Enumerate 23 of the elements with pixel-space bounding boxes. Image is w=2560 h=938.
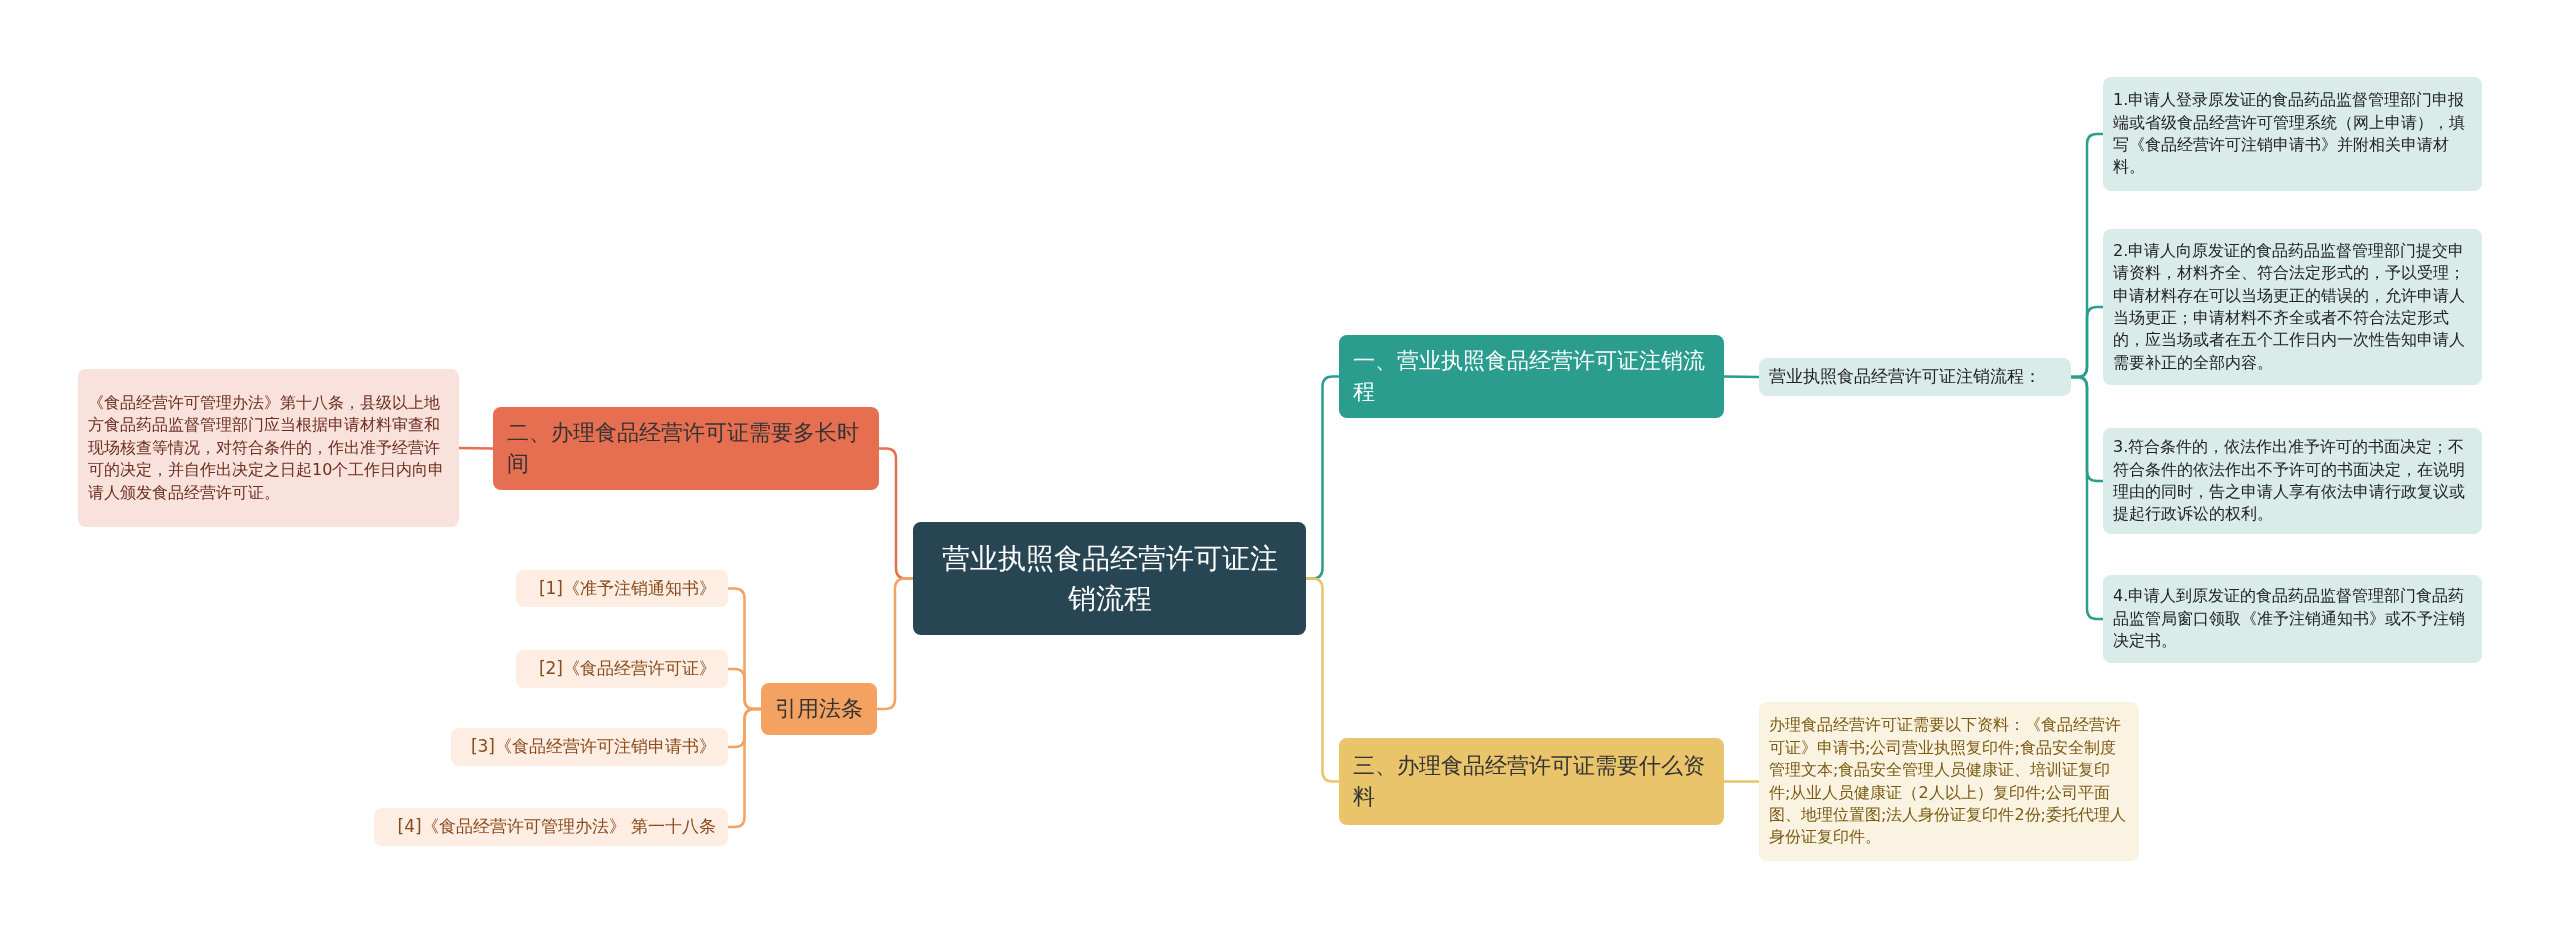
connector-line	[728, 707, 761, 829]
reference-box: [2]《食品经营许可证》	[516, 650, 728, 688]
branch-topic-box: 引用法条	[761, 683, 877, 735]
connector-line	[2071, 375, 2103, 621]
root-topic-box: 营业执照食品经营许可证注销流程	[913, 522, 1306, 635]
subtopic-box: 营业执照食品经营许可证注销流程：	[1759, 358, 2071, 396]
step-box: 2.申请人向原发证的食品药品监督管理部门提交申请资料，材料齐全、符合法定形式的，予以受理；申请材料存在可以当场更正的错误的，允许申请人当场更正；申请材料不齐全或者不符合法定形式的，应当场或者在五个工作日内一次性告知申请人需要补正的全部内容。	[2103, 229, 2482, 385]
connector-line	[1306, 577, 1339, 783]
connector-line	[1724, 375, 1759, 379]
reference-box: [4]《食品经营许可管理办法》 第一十八条	[374, 808, 728, 846]
note-box: 办理食品经营许可证需要以下资料：《食品经营许可证》申请书;公司营业执照复印件;食品安全制度管理文本;食品安全管理人员健康证、培训证复印件;从业人员健康证（2人以上）复印件;公司平面图、地理位置图;法人身份证复印件2份;委托代理人身份证复印件。	[1759, 702, 2139, 861]
connector-line	[877, 577, 913, 711]
step-box: 4.申请人到原发证的食品药品监督管理部门食品药品监管局窗口领取《准予注销通知书》或不予注销决定书。	[2103, 575, 2482, 663]
note-box: 《食品经营许可管理办法》第十八条，县级以上地方食品药品监督管理部门应当根据申请材料审查和现场核查等情况，对符合条件的，作出准予经营许可的决定，并自作出决定之日起10个工作日内向申请人颁发食品经营许可证。	[78, 369, 459, 527]
branch-topic-box: 二、办理食品经营许可证需要多长时间	[493, 407, 879, 490]
connector-line	[1724, 780, 1759, 783]
reference-box: [1]《准予注销通知书》	[516, 570, 728, 607]
step-box: 3.符合条件的，依法作出准予许可的书面决定；不符合条件的依法作出不予许可的书面决定，在说明理由的同时，告之申请人享有依法申请行政复议或提起行政诉讼的权利。	[2103, 428, 2482, 534]
connector-line	[459, 446, 493, 450]
reference-box: [3]《食品经营许可注销申请书》	[451, 728, 728, 766]
branch-topic-box: 三、办理食品经营许可证需要什么资料	[1339, 738, 1724, 825]
branch-topic-box: 一、营业执照食品经营许可证注销流程	[1339, 335, 1724, 418]
step-box: 1.申请人登录原发证的食品药品监督管理部门申报端或省级食品经营许可管理系统（网上申请），填写《食品经营许可注销申请书》并附相关申请材料。	[2103, 77, 2482, 191]
